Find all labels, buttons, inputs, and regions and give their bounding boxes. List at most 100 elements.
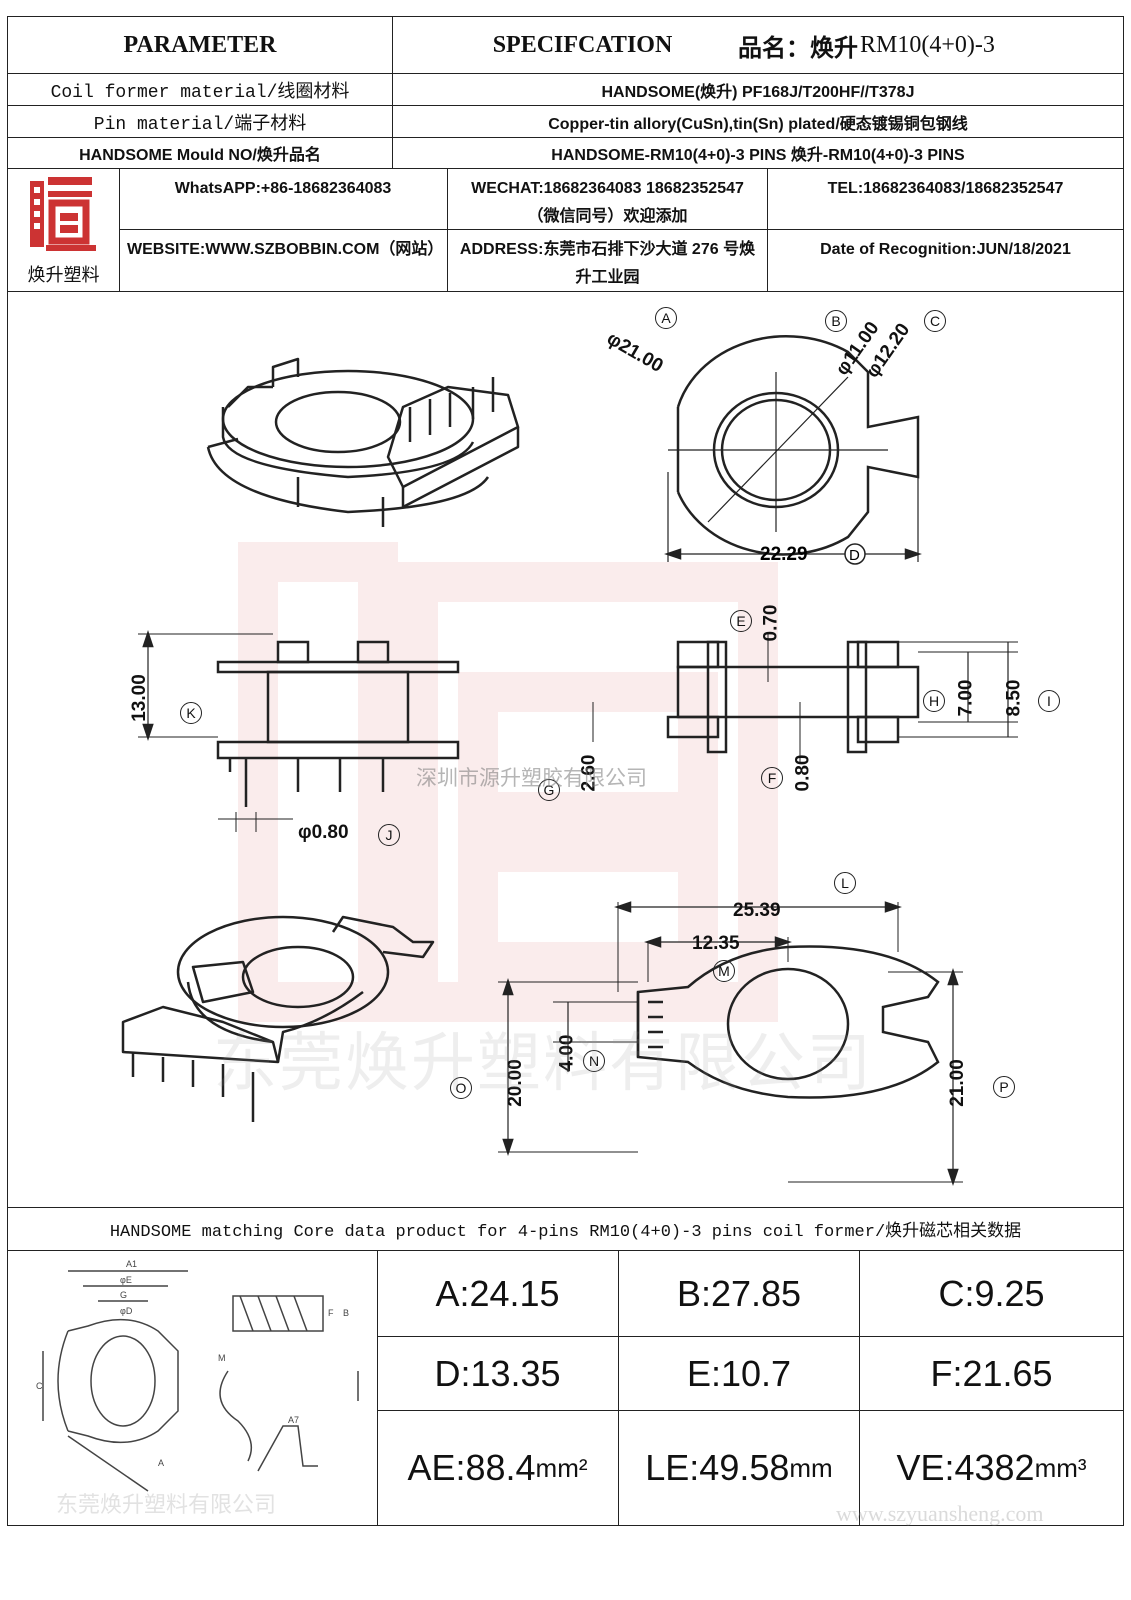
svg-text:G: G (120, 1290, 127, 1300)
spec-value-text: Copper-tin allory(CuSn),tin(Sn) plated/硬… (548, 115, 968, 133)
date-cell: Date of Recognition:JUN/18/2021 (768, 230, 1123, 291)
wechat-cell: WECHAT:18682364083 18682352547（微信同号）欢迎添加 (448, 169, 768, 230)
dim-m-text: 12.35 (692, 933, 740, 954)
dim-e-value: 0.70 (760, 605, 782, 642)
watermark-large-text: 东莞焕升塑料有限公司 (213, 1027, 873, 1099)
core-value-b: B:27.85 (619, 1251, 860, 1337)
spec-row-coil: Coil former material/线圈材料 HANDSOME(焕升) P… (7, 73, 1124, 106)
dim-p-text: 21.00 (946, 1059, 968, 1107)
dim-l-text: 25.39 (733, 900, 781, 921)
logo-cell: 焕升塑料 (8, 169, 120, 291)
dim-h-value: 7.00 (955, 680, 977, 717)
core-value-ve-unit: mm³ (1034, 1452, 1087, 1483)
coil-former-3d-top (206, 357, 520, 527)
dim-o-label: O (450, 1077, 472, 1099)
dim-h-label: H (923, 690, 945, 712)
dim-a-label: A (655, 307, 677, 329)
svg-text:A7: A7 (288, 1415, 299, 1425)
core-title-row: HANDSOME matching Core data product for … (7, 1207, 1124, 1251)
dim-e-text: 0.70 (760, 604, 782, 642)
core-title-text: HANDSOME matching Core data product for … (109, 1223, 1022, 1242)
dim-i-label: I (1038, 690, 1060, 712)
coil-former-side-view (138, 630, 460, 832)
svg-text:C: C (36, 1381, 43, 1391)
core-value-c-text: C:9.25 (938, 1272, 1045, 1314)
wechat-text: WECHAT:18682364083 18682352547（微信同号）欢迎添加 (471, 180, 744, 225)
dim-k-value: 13.00 (129, 674, 151, 722)
spec-value-text: HANDSOME(焕升) PF168J/T200HF//T378J (601, 83, 915, 101)
product-name: 品名：焕升 RM10(4+0)-3 (738, 17, 1118, 73)
company-block: 焕升塑料 WhatsAPP:+86-18682364083 WECHAT:186… (7, 168, 1124, 292)
dim-e-label: E (730, 610, 752, 632)
core-value-a: A:24.15 (377, 1251, 619, 1337)
spec-label-text: Pin material/端子材料 (93, 114, 307, 135)
dim-d-value: 22.29 (760, 544, 808, 565)
product-model: RM10(4+0)-3 (860, 31, 995, 58)
svg-text:F: F (328, 1308, 334, 1318)
dim-p-label: P (993, 1076, 1015, 1098)
core-value-c: C:9.25 (860, 1251, 1123, 1337)
address-text: ADDRESS:东莞市石排下沙大道 276 号焕升工业园 (459, 241, 756, 286)
svg-text:A: A (158, 1458, 164, 1468)
core-diagram-cell: A1 φE G φD C A F B M A7 东莞焕升塑料有限公司 (8, 1251, 378, 1525)
whatsapp-cell: WhatsAPP:+86-18682364083 (119, 169, 448, 230)
date-text: Date of Recognition:JUN/18/2021 (820, 241, 1071, 258)
dim-l-label: L (834, 872, 856, 894)
product-name-label: 品名：焕升 (738, 34, 858, 62)
dim-n-label: N (583, 1050, 605, 1072)
tel-text: TEL:18682364083/18682352547 (827, 180, 1064, 197)
core-value-a-text: A:24.15 (435, 1272, 560, 1314)
coil-former-3d-bottom (121, 915, 435, 1122)
spec-sheet: PARAMETER SPECIFCATION 品名：焕升 RM10(4+0)-3… (7, 16, 1124, 1576)
dim-f-text: 0.80 (792, 754, 814, 792)
core-value-f: F:21.65 (860, 1337, 1123, 1411)
dim-j-value: φ0.80 (298, 822, 349, 844)
dim-d-label: D (849, 547, 860, 564)
address-cell: ADDRESS:东莞市石排下沙大道 276 号焕升工业园 (448, 230, 768, 291)
core-value-ae-text: AE:88.4 (407, 1447, 536, 1488)
coil-former-bottom-view (498, 901, 963, 1186)
spec-label: Coil former material/线圈材料 (8, 74, 392, 105)
spec-value-text: HANDSOME-RM10(4+0)-3 PINS 焕升-RM10(4+0)-3… (551, 147, 965, 164)
tel-cell: TEL:18682364083/18682352547 (768, 169, 1123, 230)
dim-m-label: M (713, 960, 735, 982)
website-cell: WEBSITE:WWW.SZBOBBIN.COM（网站） (119, 230, 448, 291)
core-value-e-text: E:10.7 (686, 1352, 792, 1394)
dim-h-text: 7.00 (955, 679, 977, 717)
spec-value: HANDSOME-RM10(4+0)-3 PINS 焕升-RM10(4+0)-3… (392, 138, 1123, 168)
specification-heading: SPECIFCATION (392, 17, 772, 73)
svg-text:A1: A1 (126, 1259, 137, 1269)
coil-former-front-view: 22.29 D (664, 335, 922, 565)
company-logo (30, 177, 96, 251)
core-watermark-text: 东莞焕升塑料有限公司 (56, 1492, 277, 1517)
watermark-small-text: 深圳市源升塑胶有限公司 (416, 767, 647, 790)
spec-label-text: Coil former material/线圈材料 (50, 82, 350, 103)
core-value-e: E:10.7 (619, 1337, 860, 1411)
dim-g-label: G (538, 779, 560, 801)
dim-f-value: 0.80 (792, 755, 814, 792)
core-value-le-unit: mm (789, 1452, 833, 1483)
dim-p-value: 21.00 (947, 1059, 969, 1107)
dim-k-text: 13.00 (128, 674, 150, 722)
spec-row-mould: HANDSOME Mould NO/焕升品名 HANDSOME-RM10(4+0… (7, 137, 1124, 169)
svg-text:φE: φE (120, 1275, 132, 1285)
core-value-le-text: LE:49.58 (645, 1447, 790, 1488)
dim-f-label: F (761, 767, 783, 789)
dim-m-value: 12.35 (692, 933, 740, 955)
svg-text:B: B (343, 1308, 349, 1318)
logo-caption: 焕升塑料 (27, 265, 100, 285)
spec-label: HANDSOME Mould NO/焕升品名 (8, 138, 392, 168)
whatsapp-text: WhatsAPP:+86-18682364083 (174, 180, 392, 197)
core-value-d: D:13.35 (377, 1337, 619, 1411)
dim-j-text: φ0.80 (298, 822, 349, 843)
dim-i-text: 8.50 (1003, 679, 1025, 717)
core-value-d-text: D:13.35 (434, 1352, 561, 1394)
core-value-ae-unit: mm² (535, 1452, 588, 1483)
spec-row-pin: Pin material/端子材料 Copper-tin allory(CuSn… (7, 105, 1124, 138)
svg-text:M: M (218, 1353, 226, 1363)
drawing-area: 22.29 D φ21.00 A φ11.00 B φ12.20 C (7, 291, 1124, 1208)
core-table: A1 φE G φD C A F B M A7 东莞焕升塑料有限公司 A:24.… (7, 1250, 1124, 1526)
core-value-ve-text: VE:4382 (896, 1447, 1035, 1488)
